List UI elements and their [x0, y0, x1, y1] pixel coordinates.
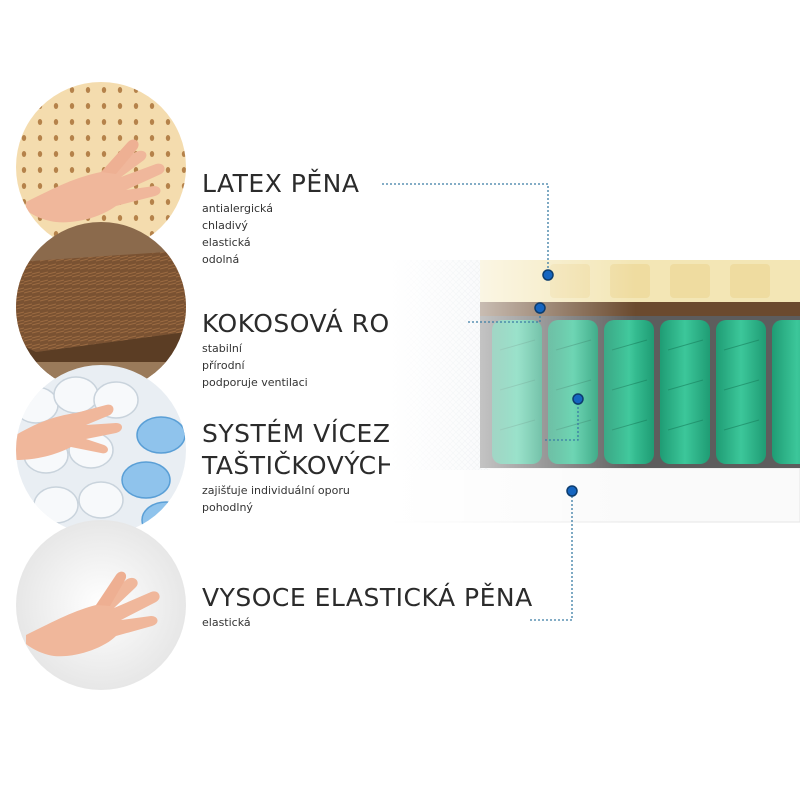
feature-item: elastická: [202, 616, 251, 629]
feature-item: antialergická: [202, 202, 273, 215]
memory-foam-hand-icon: [16, 520, 186, 690]
layer-title: LATEX PĚNA: [202, 169, 360, 198]
feature-item: stabilní: [202, 342, 242, 355]
feature-item: elastická: [202, 236, 251, 249]
layer-features: stabilní přírodní podporuje ventilaci: [202, 340, 447, 391]
mattress-cross-section: [390, 240, 800, 540]
layer-features: antialergická chladivý elastická odolná: [202, 200, 359, 268]
feature-item: odolná: [202, 253, 240, 266]
pocket-springs-hand-icon: [16, 365, 186, 535]
layer-foam: VYSOCE ELASTICKÁ PĚNA elastická: [202, 582, 533, 631]
layer-features: elastická: [202, 614, 533, 631]
feature-item: chladivý: [202, 219, 248, 232]
feature-item: podporuje ventilaci: [202, 376, 308, 389]
feature-item: přírodní: [202, 359, 245, 372]
layer-latex: LATEX PĚNA antialergická chladivý elasti…: [202, 168, 359, 268]
layer-features: zajišťuje individuální oporu pohodlný: [202, 482, 519, 516]
layer-title: VYSOCE ELASTICKÁ PĚNA: [202, 583, 533, 612]
feature-item: pohodlný: [202, 501, 253, 514]
feature-item: zajišťuje individuální oporu: [202, 484, 350, 497]
